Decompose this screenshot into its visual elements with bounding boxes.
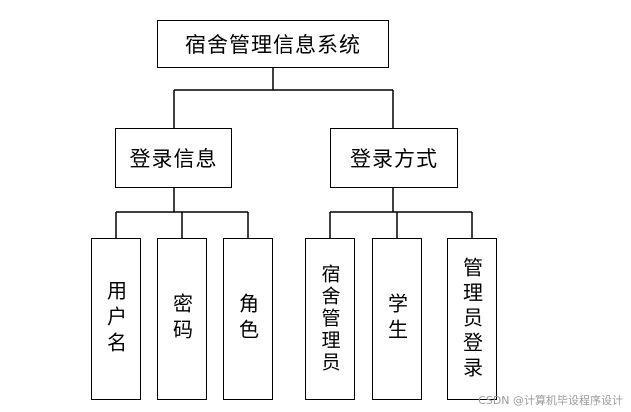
leaf-node-role: 角色 <box>223 238 273 400</box>
root-node: 宿舍管理信息系统 <box>157 20 389 68</box>
branch-node-login-method: 登录方式 <box>330 128 458 188</box>
watermark-text: CSDN @计算机毕设程序设计 <box>478 394 623 407</box>
leaf-node-username: 用户名 <box>91 238 141 400</box>
leaf-node-student: 学生 <box>372 238 422 400</box>
leaf-node-dorm-manager: 宿舍管理员 <box>305 238 355 400</box>
leaf-node-password: 密码 <box>157 238 207 400</box>
branch-node-login-info: 登录信息 <box>115 128 232 188</box>
leaf-node-admin-login: 管理员登录 <box>447 238 497 400</box>
